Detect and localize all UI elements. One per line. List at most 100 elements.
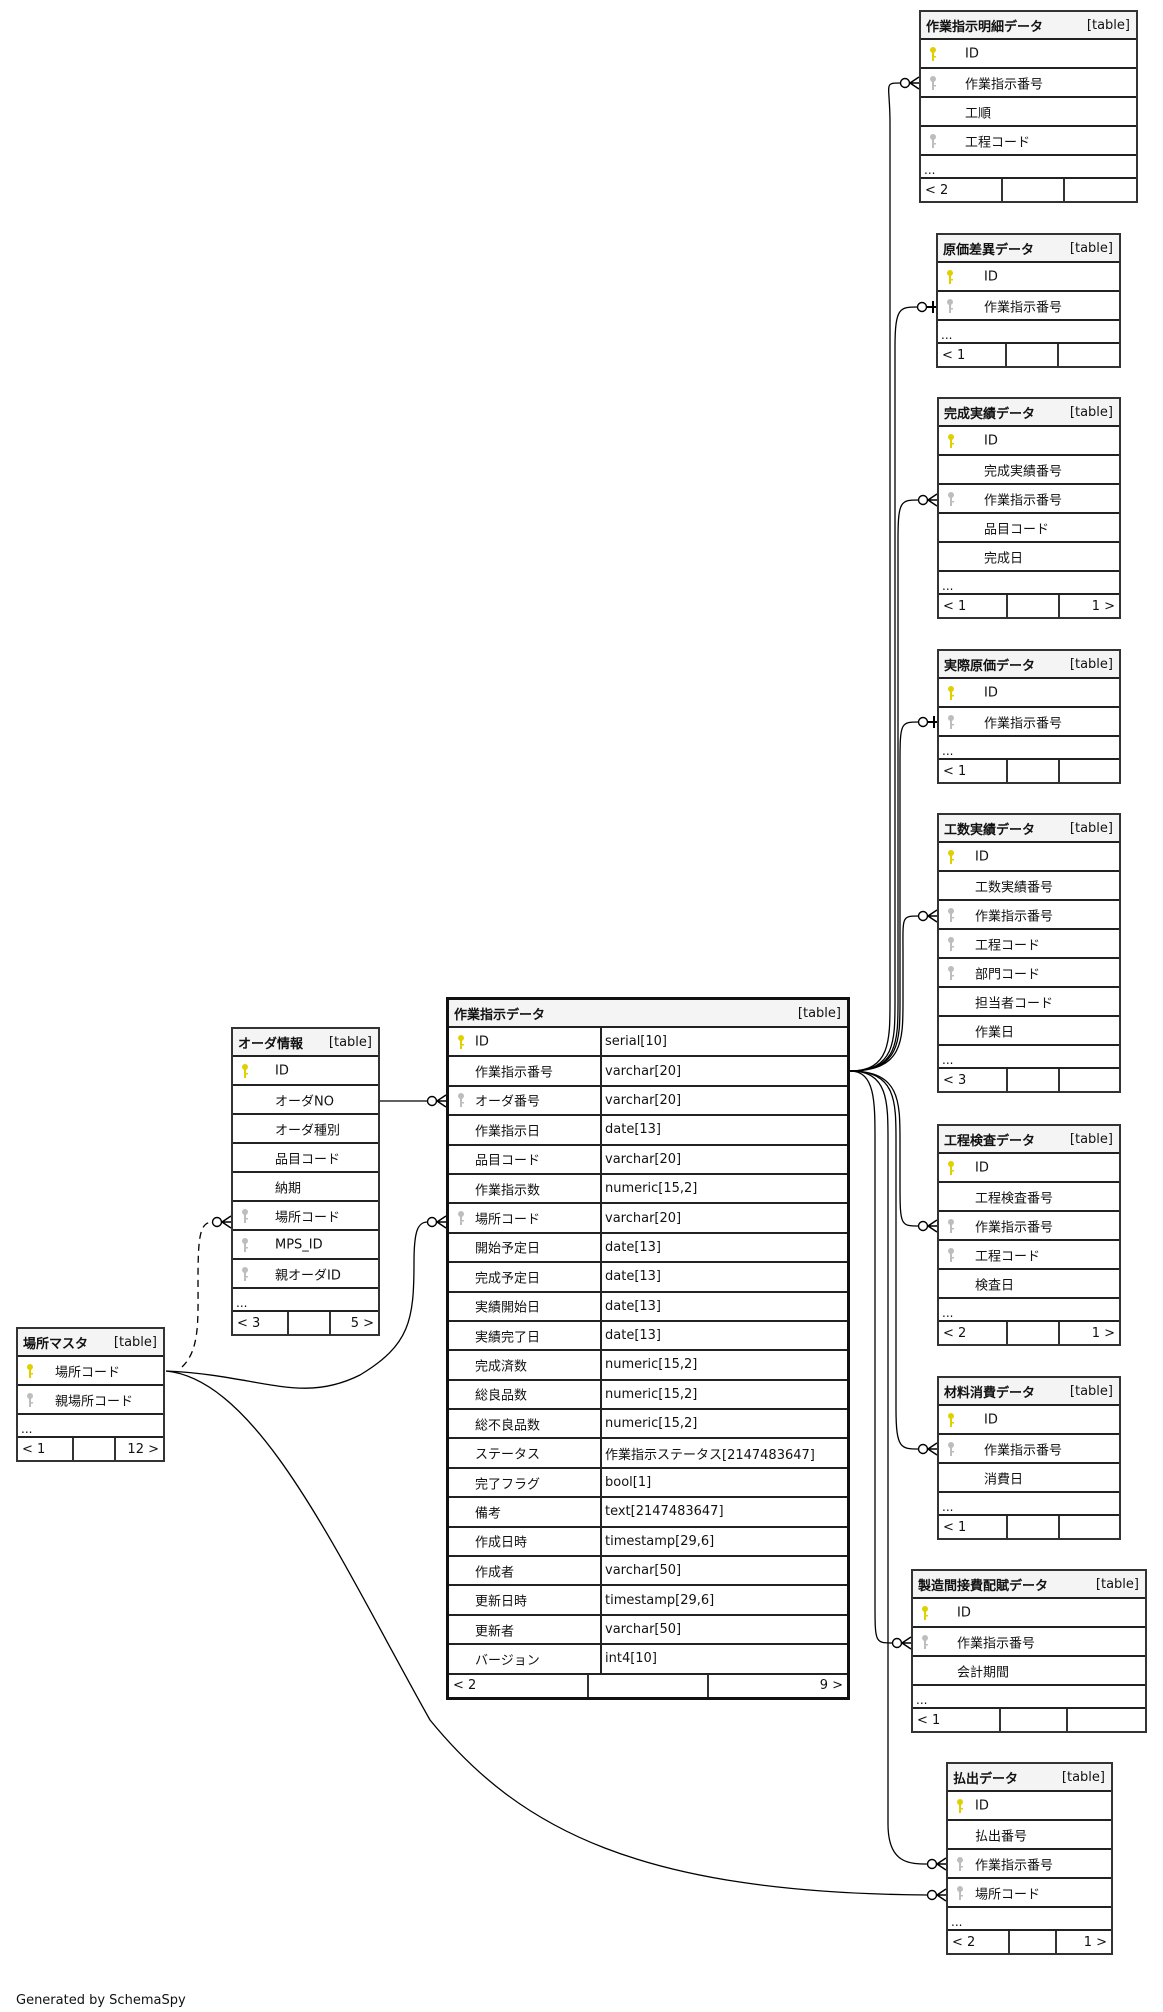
column-row[interactable]: ID (939, 1406, 1119, 1435)
children-count[interactable] (1063, 179, 1136, 201)
table-header[interactable]: 材料消費データ[table] (939, 1378, 1119, 1406)
children-count[interactable]: 1 > (1058, 1322, 1119, 1344)
column-row[interactable]: MPS_ID (233, 1231, 378, 1260)
column-row[interactable]: ID (939, 679, 1119, 708)
column-row[interactable]: 完成実績番号 (939, 456, 1119, 485)
column-row[interactable]: ID (939, 427, 1119, 456)
parents-count[interactable]: < 1 (943, 1519, 967, 1535)
children-count[interactable] (1066, 1709, 1145, 1731)
column-row[interactable]: ステータス作業指示ステータス[2147483647] (449, 1439, 847, 1469)
column-row[interactable]: 工順 (921, 98, 1136, 127)
table-header[interactable]: 作業指示明細データ[table] (921, 12, 1136, 40)
children-count[interactable] (1058, 1516, 1119, 1538)
table-header[interactable]: 完成実績データ[table] (939, 399, 1119, 427)
parents-count[interactable]: < 2 (453, 1678, 477, 1694)
parents-count[interactable]: < 3 (237, 1315, 261, 1331)
column-row[interactable]: 納期 (233, 1173, 378, 1202)
column-row[interactable]: 工程コード (939, 930, 1119, 959)
column-row[interactable]: 消費日 (939, 1464, 1119, 1493)
column-row[interactable]: 作業指示番号 (913, 1628, 1145, 1657)
column-row[interactable]: ID (939, 843, 1119, 872)
column-row[interactable]: 親場所コード (18, 1386, 163, 1415)
column-row[interactable]: ID (948, 1792, 1111, 1821)
table-header[interactable]: 原価差異データ[table] (938, 235, 1119, 263)
column-row[interactable]: 検査日 (939, 1270, 1119, 1299)
parents-count[interactable]: < 2 (925, 182, 949, 198)
column-row[interactable]: オーダNO (233, 1086, 378, 1115)
parents-count[interactable]: < 2 (943, 1325, 967, 1341)
column-row[interactable]: 工程検査番号 (939, 1183, 1119, 1212)
table-header[interactable]: オーダ情報[table] (233, 1029, 378, 1057)
children-count[interactable]: 9 > (707, 1674, 847, 1697)
children-count[interactable] (1058, 1069, 1119, 1091)
column-row[interactable]: 作業日 (939, 1017, 1119, 1046)
column-row[interactable]: 作業指示番号 (921, 69, 1136, 98)
column-row[interactable]: 工程コード (939, 1241, 1119, 1270)
children-count[interactable]: 1 > (1055, 1931, 1111, 1953)
column-row[interactable]: ID (938, 263, 1119, 292)
table-header[interactable]: 作業指示データ[table] (449, 1000, 847, 1028)
column-row[interactable]: 作業指示番号 (948, 1850, 1111, 1879)
table-header[interactable]: 実際原価データ[table] (939, 651, 1119, 679)
column-row[interactable]: 品目コード (233, 1144, 378, 1173)
column-row[interactable]: ID (913, 1599, 1145, 1628)
column-row[interactable]: オーダ種別 (233, 1115, 378, 1144)
parents-count[interactable]: < 3 (943, 1072, 967, 1088)
children-count[interactable] (1057, 344, 1119, 366)
parents-count[interactable]: < 1 (943, 763, 967, 779)
column-row[interactable]: 工程コード (921, 127, 1136, 156)
column-row[interactable]: 作業指示番号 (939, 708, 1119, 737)
parents-count[interactable]: < 1 (942, 347, 966, 363)
table-header[interactable]: 工数実績データ[table] (939, 815, 1119, 843)
column-row[interactable]: 部門コード (939, 959, 1119, 988)
parents-count[interactable]: < 1 (917, 1712, 941, 1728)
table-header[interactable]: 製造間接費配賦データ[table] (913, 1571, 1145, 1599)
children-count[interactable]: 1 > (1058, 595, 1119, 617)
column-row[interactable]: 親オーダID (233, 1260, 378, 1289)
column-row[interactable]: 作業指示番号 (939, 1435, 1119, 1464)
column-row[interactable]: 会計期間 (913, 1657, 1145, 1686)
column-row[interactable]: 払出番号 (948, 1821, 1111, 1850)
parents-count[interactable]: < 1 (22, 1441, 46, 1457)
parents-count[interactable]: < 1 (943, 598, 967, 614)
children-count[interactable]: 5 > (329, 1312, 378, 1334)
column-row[interactable]: ID (939, 1154, 1119, 1183)
children-count[interactable] (1058, 760, 1119, 782)
column-row[interactable]: 場所コード (233, 1202, 378, 1231)
column-row[interactable]: 品目コード (939, 514, 1119, 543)
parents-count[interactable]: < 2 (952, 1934, 976, 1950)
column-row[interactable]: 作業指示番号 (939, 485, 1119, 514)
column-row[interactable]: 作業指示番号 (938, 292, 1119, 321)
table-header[interactable]: 払出データ[table] (948, 1764, 1111, 1792)
